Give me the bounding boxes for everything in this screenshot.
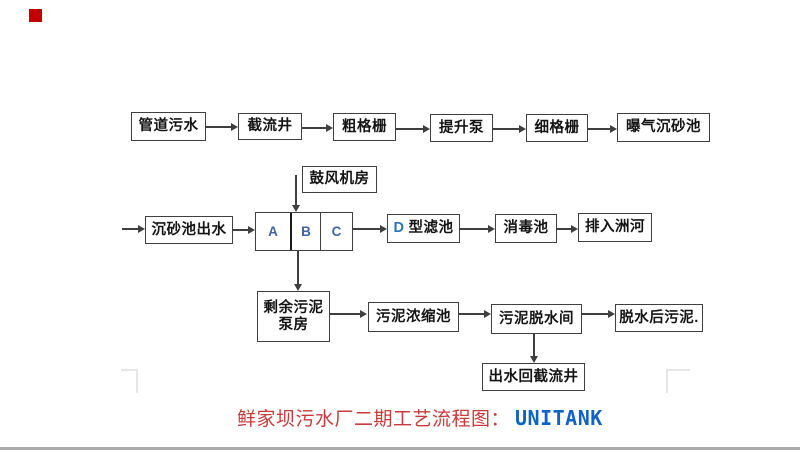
arrow-row1-3 (396, 125, 430, 132)
box-interception-well: 截流井 (238, 113, 302, 140)
box-pipeline-sewage: 管道污水 (131, 112, 206, 141)
d-filter-letter: D (393, 220, 405, 237)
arrow-row2-2 (353, 225, 387, 232)
pump-room-line1: 剩余污泥 (263, 299, 324, 316)
arrow-row2-4 (557, 225, 578, 232)
arrow-row1-1 (206, 123, 238, 130)
box-fine-screen: 细格栅 (526, 114, 588, 142)
arrow-unitank-to-pump-room (294, 250, 301, 291)
caption-unitank: UNITANK (515, 406, 603, 430)
arrow-row1-4 (493, 125, 526, 132)
box-lift-pump: 提升泵 (430, 114, 493, 142)
arrow-row1-2 (302, 124, 333, 131)
box-discharge-river: 排入洲河 (578, 213, 652, 242)
box-d-filter: D 型滤池 (387, 214, 460, 243)
box-sludge-dewatering-room: 污泥脱水间 (491, 304, 582, 334)
unitank-cell-b: B (292, 213, 321, 250)
corner-mark-right-vertical (666, 369, 668, 393)
box-aerated-grit-chamber: 曝气沉砂池 (617, 113, 710, 142)
arrow-row2-1 (233, 226, 255, 233)
unitank-box: A B C (255, 212, 353, 251)
corner-mark-right-horizontal (666, 369, 690, 371)
arrow-row3-2 (459, 310, 491, 317)
box-blower-room: 鼓风机房 (302, 166, 377, 193)
caption-chinese: 鲜家坝污水厂二期工艺流程图： (237, 408, 511, 430)
box-grit-chamber-outlet: 沉砂池出水 (145, 216, 233, 244)
arrow-row3-3 (582, 310, 615, 317)
bottom-border-line (0, 447, 800, 450)
corner-mark-left-horizontal (121, 369, 138, 371)
box-disinfection-tank: 消毒池 (495, 214, 557, 243)
box-coarse-screen: 粗格栅 (333, 113, 396, 141)
arrow-row2-inlet (122, 225, 145, 232)
unitank-cell-a: A (256, 213, 292, 250)
arrow-row1-5 (588, 125, 617, 132)
box-outlet-return-well: 出水回截流井 (482, 363, 585, 391)
pump-room-line2: 泵房 (278, 316, 309, 333)
unitank-cell-c: C (331, 224, 342, 239)
box-excess-sludge-pump-room: 剩余污泥 泵房 (257, 291, 330, 342)
arrow-blower-to-unitank (292, 175, 299, 212)
d-filter-label: 型滤池 (408, 220, 454, 237)
caption: 鲜家坝污水厂二期工艺流程图： UNITANK (237, 404, 603, 431)
red-square-marker (29, 9, 42, 22)
arrow-dewatering-to-return-well (530, 334, 537, 363)
arrow-row3-1 (330, 310, 367, 317)
arrow-row2-3 (460, 225, 495, 232)
corner-mark-left-vertical (136, 369, 138, 393)
box-sludge-thickener: 污泥浓缩池 (368, 302, 459, 332)
box-dewatered-sludge: 脱水后污泥. (615, 304, 703, 332)
